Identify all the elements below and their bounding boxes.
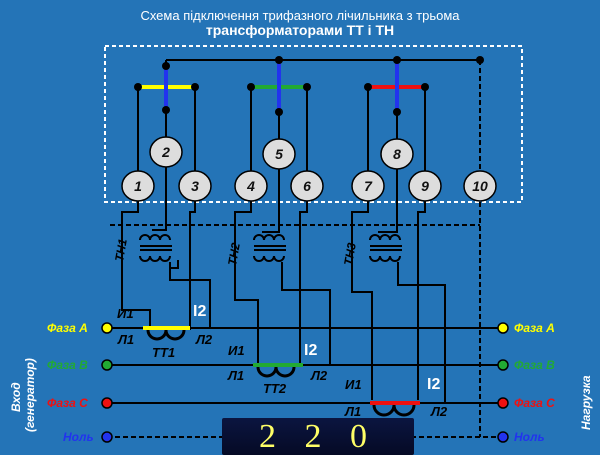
phase-a-right-dot — [497, 322, 509, 334]
line-labels-left: Фаза А Фаза В Фаза С Ноль — [47, 321, 94, 444]
voltage-display-value: 2 2 0 — [259, 418, 377, 455]
current-transformers — [143, 326, 420, 417]
tt1-label: ТТ1 — [152, 345, 175, 360]
terminal-9: 9 — [408, 170, 442, 202]
neutral-right-dot — [497, 431, 509, 443]
connection-dots — [134, 56, 484, 116]
svg-text:5: 5 — [275, 146, 283, 162]
voltage-transformers — [139, 234, 402, 262]
terminal-5: 5 — [262, 138, 296, 170]
phase-b-right-dot — [497, 359, 509, 371]
tt2-label: ТТ2 — [263, 381, 287, 396]
generator-label: (генератор) — [23, 358, 37, 432]
svg-text:И1: И1 — [117, 306, 134, 321]
phase-b-right-label: Фаза В — [514, 358, 555, 372]
terminal-2: 2 — [149, 136, 183, 168]
svg-text:10: 10 — [472, 178, 488, 194]
phase-a-right-label: Фаза А — [514, 321, 555, 335]
phase-b-left-label: Фаза В — [47, 358, 88, 372]
svg-text:1: 1 — [134, 178, 142, 194]
tn1-coil — [139, 234, 172, 262]
voltage-display: 2 2 0 — [222, 418, 414, 455]
svg-text:Л1: Л1 — [344, 404, 361, 419]
svg-text:I2: I2 — [427, 376, 440, 393]
terminal-jumpers — [137, 59, 481, 175]
svg-text:И1: И1 — [228, 343, 245, 358]
terminal-1: 1 — [121, 170, 155, 202]
side-labels: Вход (генератор) Нагрузка — [9, 358, 593, 432]
svg-text:8: 8 — [393, 146, 401, 162]
tn3-coil — [369, 234, 402, 262]
phase-c-right-dot — [497, 397, 509, 409]
svg-text:I2: I2 — [304, 342, 317, 359]
diagram-title-line2: трансформаторами ТТ і ТН — [205, 22, 395, 38]
svg-text:3: 3 — [191, 178, 199, 194]
meter-housing — [104, 45, 523, 203]
tn-labels: ТН1 ТН2 ТН3 — [112, 237, 359, 266]
line-end-dots — [101, 322, 509, 443]
phase-c-left-dot — [101, 397, 113, 409]
svg-text:Л2: Л2 — [195, 332, 213, 347]
svg-text:Л1: Л1 — [117, 332, 134, 347]
terminal-10: 10 — [463, 170, 497, 202]
terminal-6: 6 — [290, 170, 324, 202]
terminal-7: 7 — [351, 170, 385, 202]
ct-labels: И1 I2 Л1 Л2 ТТ1 И1 I2 Л1 Л2 ТТ2 И1 I2 Л1… — [117, 303, 448, 419]
svg-text:2: 2 — [161, 144, 170, 160]
tn3-label: ТН3 — [341, 241, 359, 266]
wiring — [110, 160, 481, 437]
tn2-label: ТН2 — [225, 241, 243, 266]
svg-text:И1: И1 — [345, 377, 362, 392]
svg-text:9: 9 — [421, 178, 429, 194]
svg-text:6: 6 — [303, 178, 311, 194]
diagram-title-line1: Схема підключення трифазного лічильника … — [140, 8, 460, 23]
svg-text:I2: I2 — [193, 303, 206, 320]
tn1-label: ТН1 — [112, 237, 130, 262]
phase-c-right-label: Фаза С — [514, 396, 555, 410]
svg-text:4: 4 — [246, 178, 255, 194]
svg-text:Л2: Л2 — [430, 404, 448, 419]
phase-c-left-label: Фаза С — [47, 396, 88, 410]
terminal-3: 3 — [178, 170, 212, 202]
svg-text:Л1: Л1 — [227, 368, 244, 383]
svg-text:7: 7 — [364, 178, 373, 194]
phase-a-left-label: Фаза А — [47, 321, 88, 335]
phase-b-left-dot — [101, 359, 113, 371]
input-label: Вход — [9, 382, 23, 412]
terminal-4: 4 — [234, 170, 268, 202]
load-label: Нагрузка — [579, 375, 593, 430]
terminal-8: 8 — [380, 138, 414, 170]
phase-a-left-dot — [101, 322, 113, 334]
neutral-right-label: Ноль — [514, 430, 545, 444]
meter-terminals: 1 2 3 4 5 6 7 8 9 10 — [121, 136, 497, 202]
line-labels-right: Фаза А Фаза В Фаза С Ноль — [514, 321, 555, 444]
tn2-coil — [253, 234, 286, 262]
neutral-left-label: Ноль — [63, 430, 94, 444]
neutral-left-dot — [101, 431, 113, 443]
svg-text:Л2: Л2 — [310, 368, 328, 383]
